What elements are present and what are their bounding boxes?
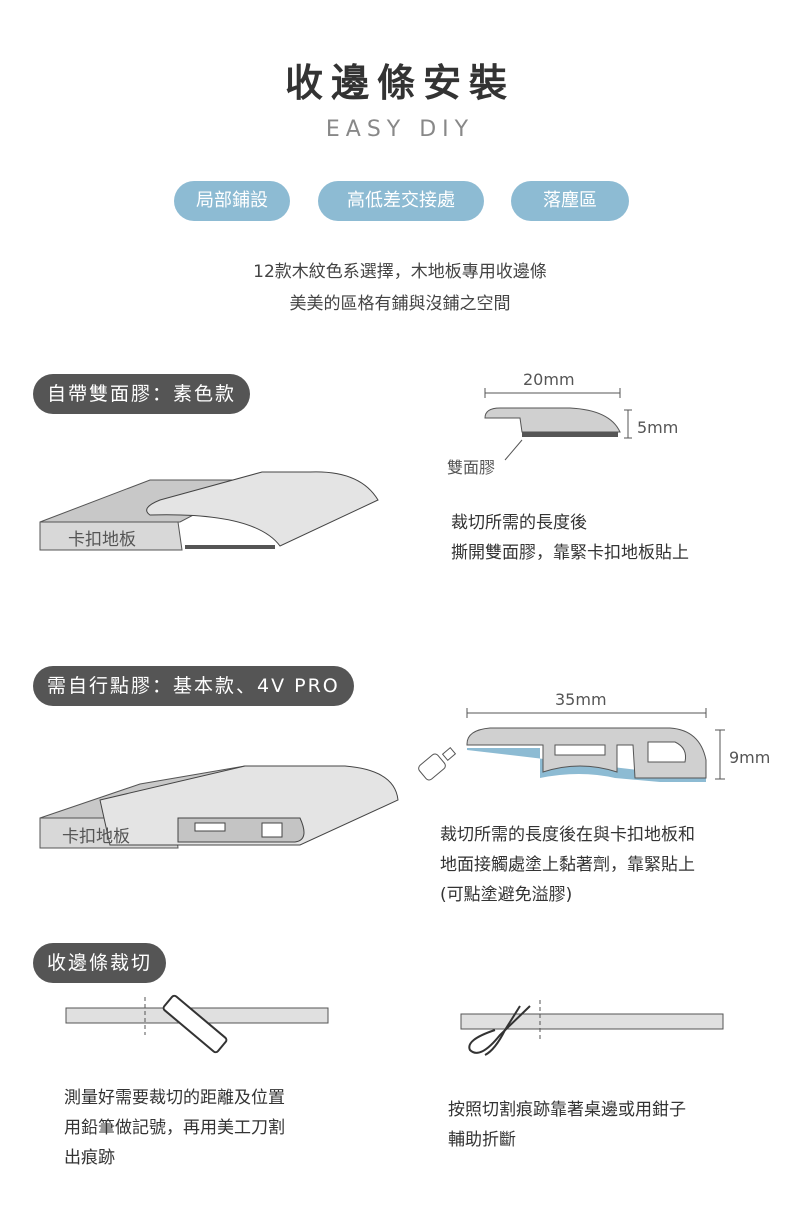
- section2-tag: 需自行點膠：基本款、4V PRO: [33, 666, 354, 706]
- section3-tag: 收邊條裁切: [33, 943, 167, 983]
- page-title: 收邊條安裝: [284, 61, 515, 105]
- category-pill-level-change: 高低差交接處: [318, 181, 484, 221]
- floor-label-1: 卡扣地板: [68, 530, 136, 550]
- utility-knife-icon: [162, 994, 228, 1054]
- category-pill-partial: 局部鋪設: [174, 181, 290, 221]
- glue-bottle-icon: [418, 747, 457, 781]
- pliers-icon: [468, 1005, 531, 1056]
- profile-35mm: [418, 708, 725, 782]
- height-9mm: 9mm: [729, 748, 771, 767]
- profile-20mm: [484, 388, 632, 461]
- section2-desc: 裁切所需的長度後在與卡扣地板和地面接觸處塗上黏著劑，靠緊貼上(可點塗避免溢膠): [440, 825, 695, 905]
- cut-right-desc: 按照切割痕跡靠著桌邊或用鉗子輔助折斷: [448, 1100, 686, 1150]
- intro-text: 12款木紋色系選擇，木地板專用收邊條美美的區格有鋪與沒鋪之空間: [253, 262, 547, 314]
- floor-label-2: 卡扣地板: [62, 827, 130, 847]
- cut-strip-left: [65, 994, 329, 1054]
- floor-strip-illustration-1: [39, 471, 379, 551]
- width-20mm: 20mm: [523, 370, 575, 389]
- section1-desc: 裁切所需的長度後撕開雙面膠，靠緊卡扣地板貼上: [451, 513, 689, 563]
- floor-strip-illustration-2: [39, 765, 399, 849]
- cut-strip-right: [460, 1000, 724, 1056]
- cut-left-desc: 測量好需要裁切的距離及位置用鉛筆做記號，再用美工刀割出痕跡: [64, 1088, 285, 1168]
- category-pill-entrance: 落塵區: [511, 181, 629, 221]
- section1-tag: 自帶雙面膠：素色款: [33, 374, 251, 414]
- tape-label: 雙面膠: [447, 458, 496, 477]
- width-35mm: 35mm: [555, 690, 607, 709]
- page-subtitle: EASY DIY: [325, 117, 475, 142]
- height-5mm: 5mm: [637, 418, 679, 437]
